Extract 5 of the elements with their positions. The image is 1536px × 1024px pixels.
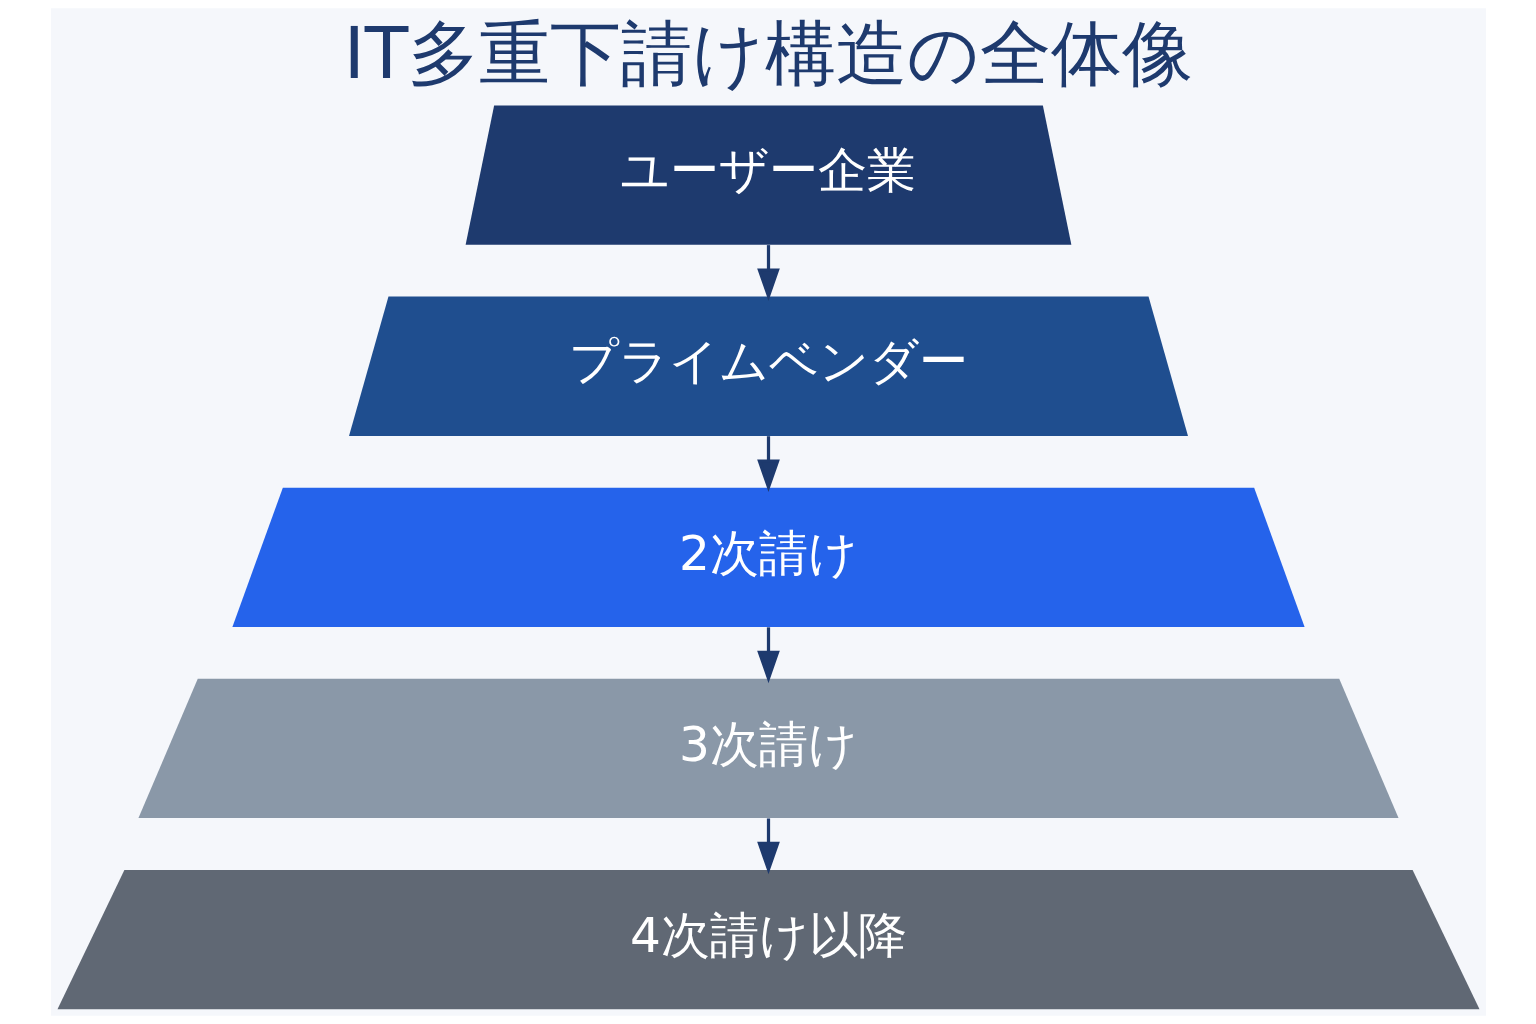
arrow [756, 245, 780, 301]
arrow [756, 818, 780, 875]
arrow [756, 627, 780, 684]
arrow [756, 436, 780, 492]
diagram-title: IT多重下請け構造の全体像 [343, 12, 1193, 96]
